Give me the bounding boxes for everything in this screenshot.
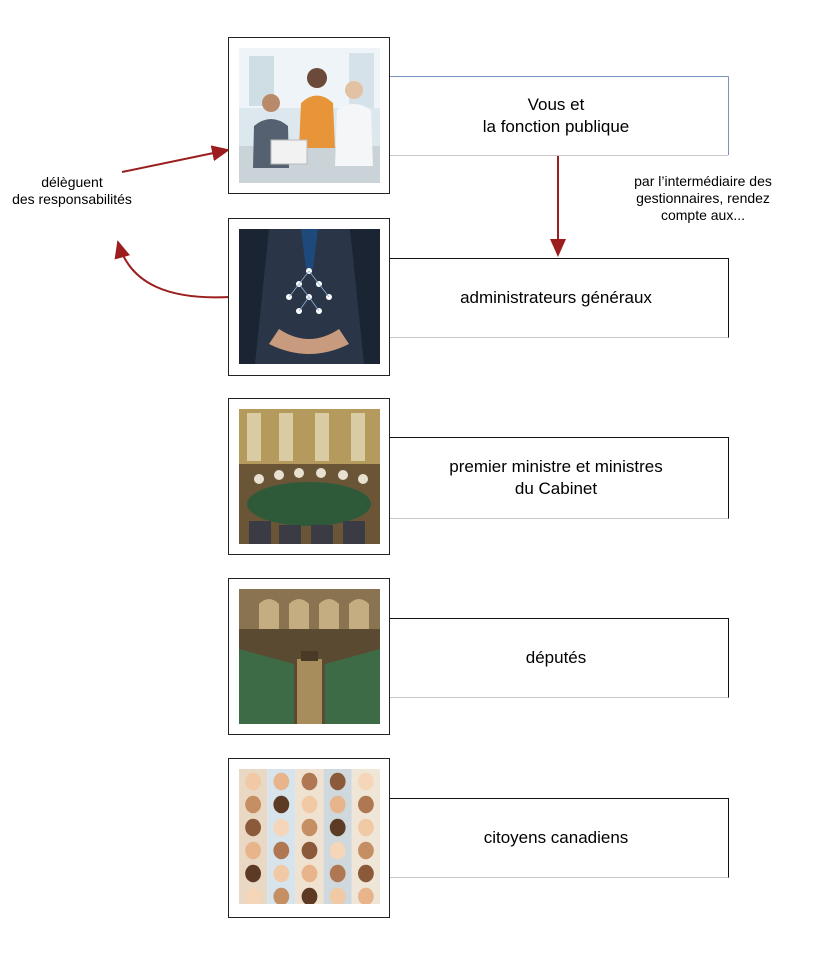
hands-network-photo xyxy=(239,229,380,364)
box-label: Vous et la fonction publique xyxy=(482,95,630,136)
cabinet-meeting-photo-frame xyxy=(228,398,390,555)
team-photo xyxy=(239,48,380,183)
house-of-commons-photo-frame xyxy=(228,578,390,735)
citizens-faces-photo-frame xyxy=(228,758,390,918)
box-administrateurs-generaux: administrateurs généraux xyxy=(384,258,729,338)
box-label: députés xyxy=(525,648,587,667)
accountable-annotation: par l’intermédiaire des gestionnaires, r… xyxy=(634,173,772,223)
delegate-annotation: délèguent des responsabilités xyxy=(12,174,132,207)
cabinet-meeting-photo xyxy=(239,409,380,544)
box-citoyens-canadiens: citoyens canadiens xyxy=(384,798,729,878)
box-deputes: députés xyxy=(384,618,729,698)
team-photo-frame xyxy=(228,37,390,194)
box-label: administrateurs généraux xyxy=(460,288,652,307)
delegate-arrow-in xyxy=(121,145,230,173)
box-label: premier ministre et ministres du Cabinet xyxy=(449,457,663,498)
delegate-arrow-curve xyxy=(114,240,231,299)
box-label: citoyens canadiens xyxy=(483,828,629,847)
box-vous-fonction-publique: Vous et la fonction publique xyxy=(384,77,728,156)
box-premier-ministre-cabinet: premier ministre et ministres du Cabinet xyxy=(384,437,729,519)
citizens-faces-photo xyxy=(239,769,380,904)
house-of-commons-photo xyxy=(239,589,380,724)
hands-network-photo-frame xyxy=(228,218,390,376)
